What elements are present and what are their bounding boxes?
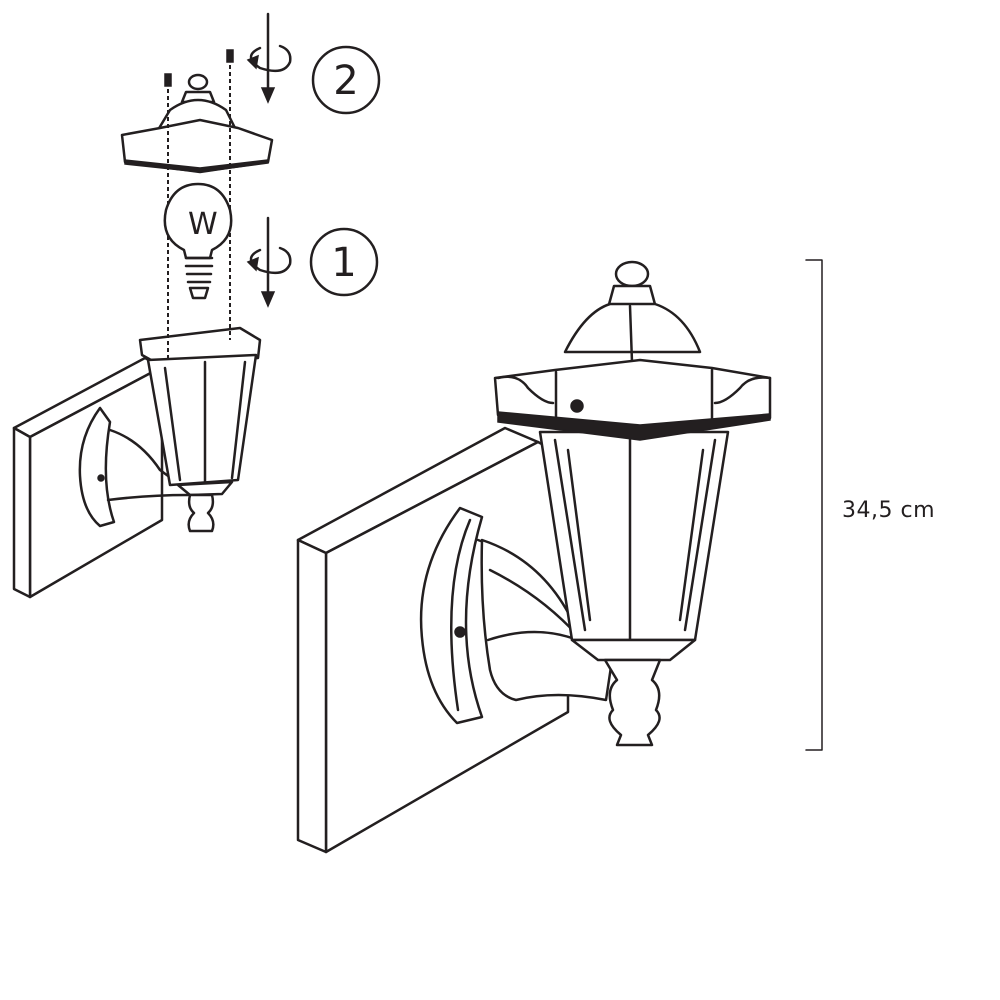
screw-arrow-icon bbox=[246, 216, 292, 308]
height-dimension-label: 34,5 cm bbox=[842, 498, 936, 523]
small-lantern-body bbox=[138, 326, 262, 533]
bulb-label: W bbox=[188, 207, 218, 242]
height-dimension-line bbox=[805, 259, 823, 751]
step-1-number: 1 bbox=[331, 240, 356, 286]
step-1-badge: 1 bbox=[309, 227, 379, 297]
large-canopy bbox=[493, 260, 772, 441]
step-2-number: 2 bbox=[333, 58, 358, 104]
small-canopy bbox=[120, 73, 274, 174]
guide-dashed-lines bbox=[164, 49, 234, 360]
large-lantern-body bbox=[538, 430, 730, 747]
light-bulb: W bbox=[163, 182, 233, 300]
step-2-badge: 2 bbox=[311, 45, 381, 115]
small-wall-bracket bbox=[78, 406, 192, 528]
unscrew-arrow-icon bbox=[246, 12, 292, 104]
